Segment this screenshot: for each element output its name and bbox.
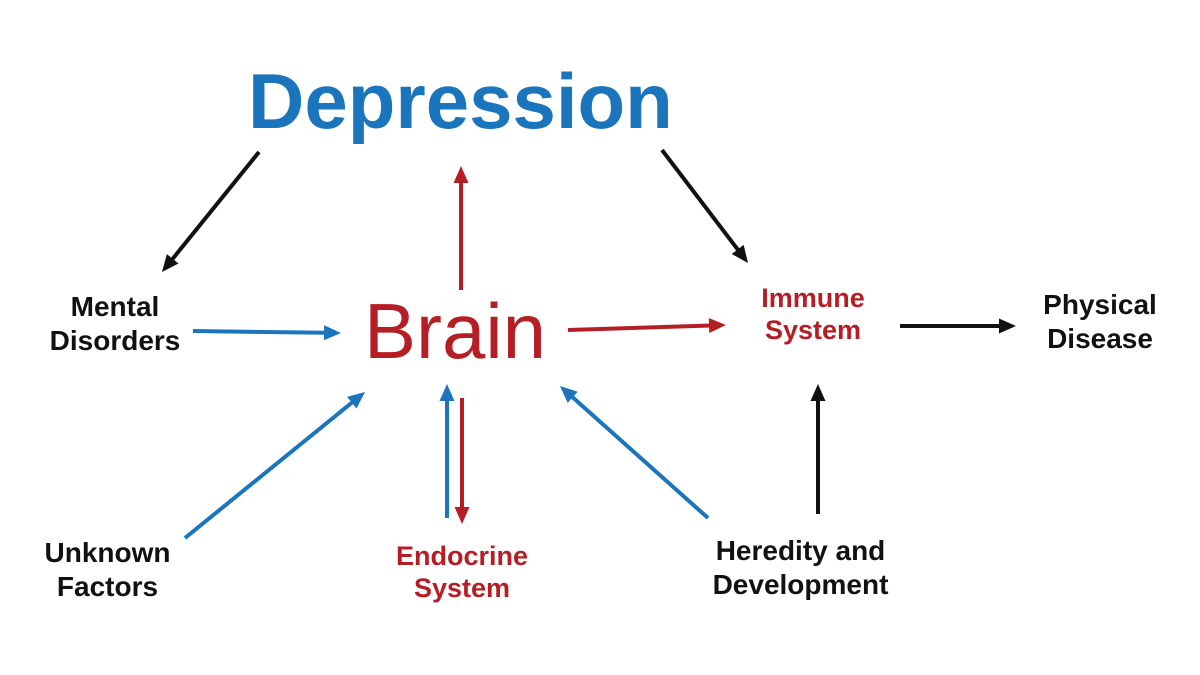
node-brain: Brain [345,292,565,370]
node-unknown-factors: Unknown Factors [20,536,195,603]
node-brain-line-1: Brain [363,287,547,375]
node-endocrine-system-line-1: Endocrine [395,541,529,571]
arrowhead [439,384,455,401]
node-heredity-development-line-1: Heredity and [715,535,886,566]
arrow-brain-to-depression [453,166,469,290]
arrow-shaft [660,148,741,253]
node-depression: Depression [248,57,673,145]
node-endocrine-system: Endocrine System [372,540,552,605]
arrowhead [708,318,726,334]
node-unknown-factors-line-1: Unknown [44,537,171,568]
node-mental-disorders-line-1: Mental [70,291,160,322]
node-immune-system-line-2: System [764,315,862,346]
node-physical-disease-line-2: Disease [1047,322,1153,354]
node-mental-disorders-line-2: Disorders [49,324,181,356]
edges-layer [162,148,1016,540]
node-physical-disease: Physical Disease [1020,288,1180,355]
node-mental-disorders: Mental Disorders [30,290,200,357]
arrow-shaft [192,329,327,335]
arrowhead [560,386,578,403]
node-heredity-development: Heredity and Development [688,534,913,601]
node-physical-disease-line-1: Physical [1043,289,1157,320]
arrow-shaft [169,150,261,262]
arrow-brain-to-immune-system [567,318,726,334]
node-unknown-factors-line-2: Factors [56,570,159,602]
arrow-shaft [569,394,710,520]
arrowhead [454,507,470,524]
arrow-endocrine-system-to-brain [439,384,455,518]
node-heredity-development-line-2: Development [712,568,889,600]
arrow-heredity-development-to-brain [560,386,710,520]
arrowhead [453,166,469,183]
node-depression-line-1: Depression [248,57,673,145]
arrowhead [810,384,826,401]
arrow-brain-to-endocrine-system [454,398,470,524]
node-immune-system: Immune System [728,282,898,347]
arrow-mental-disorders-to-brain [192,325,341,341]
arrowhead [323,325,341,341]
arrow-immune-system-to-physical-disease [900,318,1016,334]
arrow-shaft [567,323,712,332]
arrowhead [731,244,748,263]
arrow-unknown-factors-to-brain [183,392,365,540]
node-immune-system-line-1: Immune [761,283,865,313]
arrow-depression-to-mental-disorders [162,150,261,272]
arrow-shaft [183,399,355,540]
node-endocrine-system-line-2: System [413,573,511,604]
arrowhead [347,392,365,409]
arrow-depression-to-immune-system [660,148,748,263]
arrow-heredity-development-to-immune-system [810,384,826,514]
arrowhead [162,254,179,272]
arrowhead [999,318,1016,334]
